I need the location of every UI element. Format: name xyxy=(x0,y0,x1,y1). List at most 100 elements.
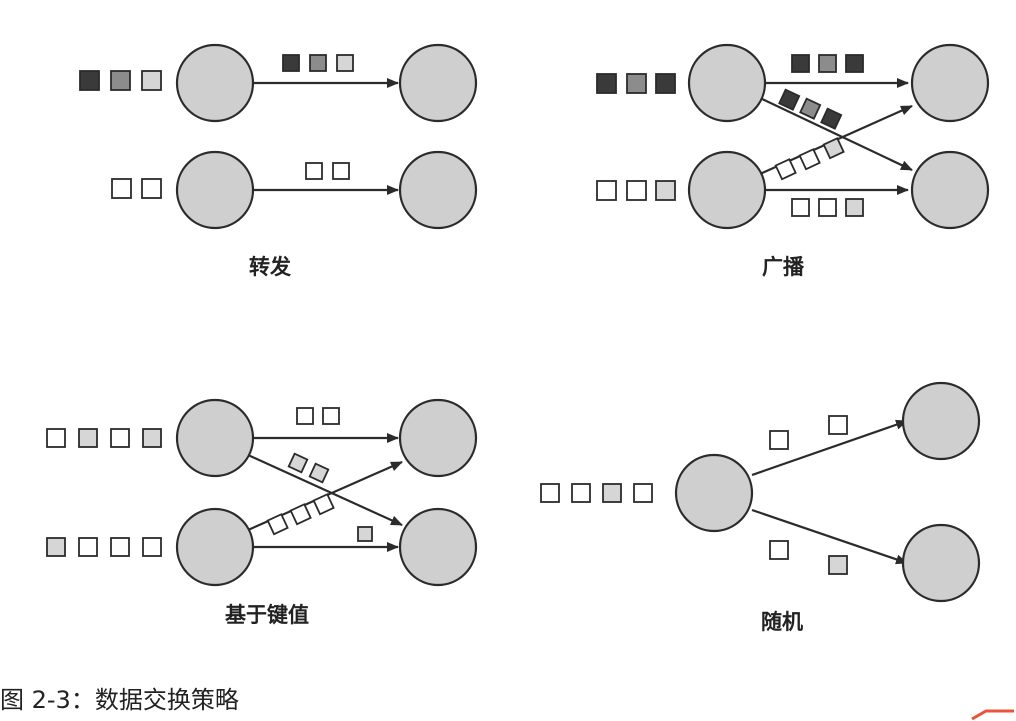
square-empty xyxy=(141,178,162,199)
keyed-input-squares-top xyxy=(46,428,162,448)
keyed-edge-squares-cross-up xyxy=(266,493,335,536)
figure-caption: 图 2-3：数据交换策略 xyxy=(0,686,239,714)
label-forward: 转发 xyxy=(249,255,292,279)
corner-arrow-icon xyxy=(971,709,1014,721)
square-empty xyxy=(266,513,289,536)
square-light xyxy=(602,483,622,503)
node-forward-src-bottom xyxy=(175,150,255,230)
forward-edge-squares-bottom xyxy=(305,162,350,180)
broadcast-edge-squares-cross-down xyxy=(778,88,843,130)
random-input-squares xyxy=(540,483,653,503)
square-mid xyxy=(799,97,822,120)
random-edge-squares-down xyxy=(769,540,848,575)
square-light xyxy=(142,428,162,448)
keyed-edge-squares-bottom xyxy=(357,526,373,542)
broadcast-input-squares-top xyxy=(596,73,676,94)
square-empty xyxy=(791,198,810,217)
node-keyed-src-top xyxy=(175,398,255,478)
square-empty xyxy=(78,537,98,557)
square-empty xyxy=(111,178,132,199)
square-light xyxy=(46,537,66,557)
square-empty xyxy=(289,503,312,526)
node-broadcast-dst-top xyxy=(910,43,990,123)
square-dark xyxy=(655,73,676,94)
square-empty xyxy=(142,537,162,557)
square-empty xyxy=(626,180,647,201)
edge-keyed-top-cross xyxy=(247,453,403,527)
square-mid xyxy=(818,54,837,73)
broadcast-edge-squares-bottom xyxy=(791,198,864,217)
square-light xyxy=(78,428,98,448)
edge-broadcast-top-cross xyxy=(759,97,913,171)
square-empty xyxy=(305,162,323,180)
square-light xyxy=(822,137,845,160)
panel-forward: 转发 xyxy=(79,43,478,279)
random-edge-squares-up xyxy=(769,415,848,450)
label-broadcast: 广播 xyxy=(762,255,805,279)
node-forward-dst-bottom xyxy=(398,150,478,230)
panel-keyed: 基于键值 xyxy=(46,398,478,627)
square-empty xyxy=(571,483,591,503)
square-empty xyxy=(774,158,797,181)
node-keyed-dst-top xyxy=(398,398,478,478)
node-broadcast-src-bottom xyxy=(687,150,767,230)
square-empty xyxy=(828,415,848,435)
square-empty xyxy=(769,430,789,450)
square-empty xyxy=(818,198,837,217)
edge-random-up xyxy=(751,419,908,477)
square-dark xyxy=(596,73,617,94)
node-broadcast-dst-bottom xyxy=(910,150,990,230)
panel-broadcast: 广播 xyxy=(596,43,990,279)
square-empty xyxy=(540,483,560,503)
node-forward-src-top xyxy=(175,43,255,123)
node-broadcast-src-top xyxy=(687,43,767,123)
square-empty xyxy=(322,407,340,425)
square-dark xyxy=(778,88,801,111)
square-light xyxy=(828,555,848,575)
square-mid xyxy=(309,54,327,72)
node-random-dst-top xyxy=(901,381,981,461)
square-empty xyxy=(312,493,335,516)
keyed-edge-squares-top xyxy=(296,407,340,425)
square-dark xyxy=(791,54,810,73)
square-empty xyxy=(798,148,821,171)
square-empty xyxy=(769,540,789,560)
square-light xyxy=(308,462,330,484)
keyed-input-squares-bottom xyxy=(46,537,162,557)
broadcast-edge-squares-cross-up xyxy=(774,137,845,181)
square-empty xyxy=(332,162,350,180)
node-keyed-dst-bottom xyxy=(398,507,478,587)
square-empty xyxy=(110,537,130,557)
square-light xyxy=(141,70,162,91)
broadcast-edge-squares-top xyxy=(791,54,864,73)
square-dark xyxy=(282,54,300,72)
edge-random-down xyxy=(751,508,908,565)
square-mid xyxy=(110,70,131,91)
node-random-src xyxy=(674,453,754,533)
square-light xyxy=(336,54,354,72)
forward-edge-squares-top xyxy=(282,54,354,72)
square-light xyxy=(287,452,309,474)
square-empty xyxy=(633,483,653,503)
square-dark xyxy=(79,70,100,91)
square-empty xyxy=(596,180,617,201)
forward-input-squares-bottom xyxy=(111,178,162,199)
label-random: 随机 xyxy=(761,610,803,634)
forward-input-squares-top xyxy=(79,70,162,91)
node-random-dst-bottom xyxy=(901,523,981,603)
square-light xyxy=(845,198,864,217)
label-keyed: 基于键值 xyxy=(225,603,309,627)
square-light xyxy=(655,180,676,201)
square-dark xyxy=(845,54,864,73)
square-empty xyxy=(46,428,66,448)
square-empty xyxy=(296,407,314,425)
square-dark xyxy=(820,107,843,130)
node-forward-dst-top xyxy=(398,43,478,123)
panel-random: 随机 xyxy=(540,381,981,634)
square-empty xyxy=(110,428,130,448)
node-keyed-src-bottom xyxy=(175,507,255,587)
square-mid xyxy=(626,73,647,94)
keyed-edge-squares-cross-down xyxy=(287,452,330,484)
square-light xyxy=(357,526,373,542)
